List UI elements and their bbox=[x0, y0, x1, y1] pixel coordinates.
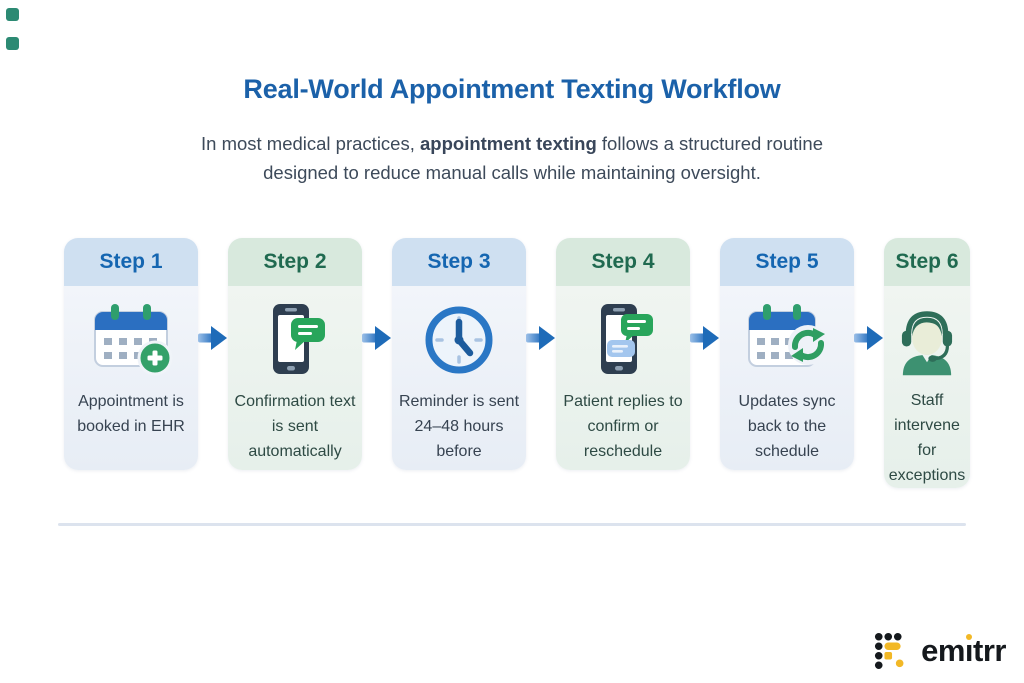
step-card-1: Step 1 bbox=[64, 238, 198, 470]
emitrr-logo-mark bbox=[875, 632, 904, 670]
step-5-header: Step 5 bbox=[720, 238, 854, 286]
page-subtitle: In most medical practices, appointment t… bbox=[192, 129, 832, 187]
step-3-description: Reminder is sent 24–48 hours before bbox=[398, 393, 520, 460]
arrow-right-icon bbox=[362, 324, 392, 352]
subtitle-bold-text: appointment texting bbox=[420, 133, 597, 154]
step-2-header: Step 2 bbox=[228, 238, 362, 286]
arrow-right-icon bbox=[690, 324, 720, 352]
subtitle-text: follows a structured routine designed to… bbox=[263, 133, 823, 183]
step-3-body: Reminder is sent 24–48 hours before bbox=[392, 286, 526, 470]
clock-icon bbox=[417, 298, 501, 382]
step-4-header: Step 4 bbox=[556, 238, 690, 286]
headset-agent-icon bbox=[888, 298, 966, 381]
logo-text-post: trr bbox=[973, 633, 1006, 668]
step-2-body: Confirmation text is sent automatically bbox=[228, 286, 362, 470]
logo-text-pre: em bbox=[921, 633, 965, 668]
step-2-description: Confirmation text is sent automatically bbox=[234, 393, 356, 460]
logo-i-dot bbox=[965, 634, 972, 640]
arrow-right-icon bbox=[526, 324, 556, 352]
step-6-body: Staff intervene for exceptions bbox=[884, 286, 970, 488]
logo-letter-i: ı bbox=[964, 633, 974, 668]
corner-square-icon bbox=[6, 37, 19, 50]
step-card-5: Step 5 bbox=[720, 238, 854, 470]
phone-message-icon bbox=[253, 298, 337, 382]
workflow-steps: Step 1 bbox=[64, 238, 970, 488]
page-title: Real-World Appointment Texting Workflow bbox=[243, 74, 781, 104]
step-4-body: Patient replies to confirm or reschedule bbox=[556, 286, 690, 470]
calendar-sync-icon bbox=[745, 298, 829, 382]
arrow-right-icon bbox=[854, 324, 884, 352]
arrow-right-icon bbox=[198, 324, 228, 352]
step-5-description: Updates sync back to the schedule bbox=[738, 393, 836, 460]
corner-square-icon bbox=[6, 8, 19, 21]
step-1-description: Appointment is booked in EHR bbox=[77, 393, 185, 435]
subtitle-text: In most medical practices, bbox=[201, 133, 420, 154]
step-card-2: Step 2 Confirmation text is sent automat… bbox=[228, 238, 362, 470]
step-4-description: Patient replies to confirm or reschedule bbox=[563, 393, 683, 460]
step-card-4: Step 4 bbox=[556, 238, 690, 470]
step-1-header: Step 1 bbox=[64, 238, 198, 286]
phone-replies-icon bbox=[581, 298, 665, 382]
divider-line bbox=[58, 523, 966, 526]
step-6-header: Step 6 bbox=[884, 238, 970, 286]
step-card-3: Step 3 Reminder is sen bbox=[392, 238, 526, 470]
step-card-6: Step 6 Staff intervene for e bbox=[884, 238, 970, 488]
step-5-body: Updates sync back to the schedule bbox=[720, 286, 854, 470]
step-3-header: Step 3 bbox=[392, 238, 526, 286]
step-1-body: Appointment is booked in EHR bbox=[64, 286, 198, 470]
calendar-plus-icon bbox=[89, 298, 173, 382]
step-6-description: Staff intervene for exceptions bbox=[888, 392, 966, 484]
